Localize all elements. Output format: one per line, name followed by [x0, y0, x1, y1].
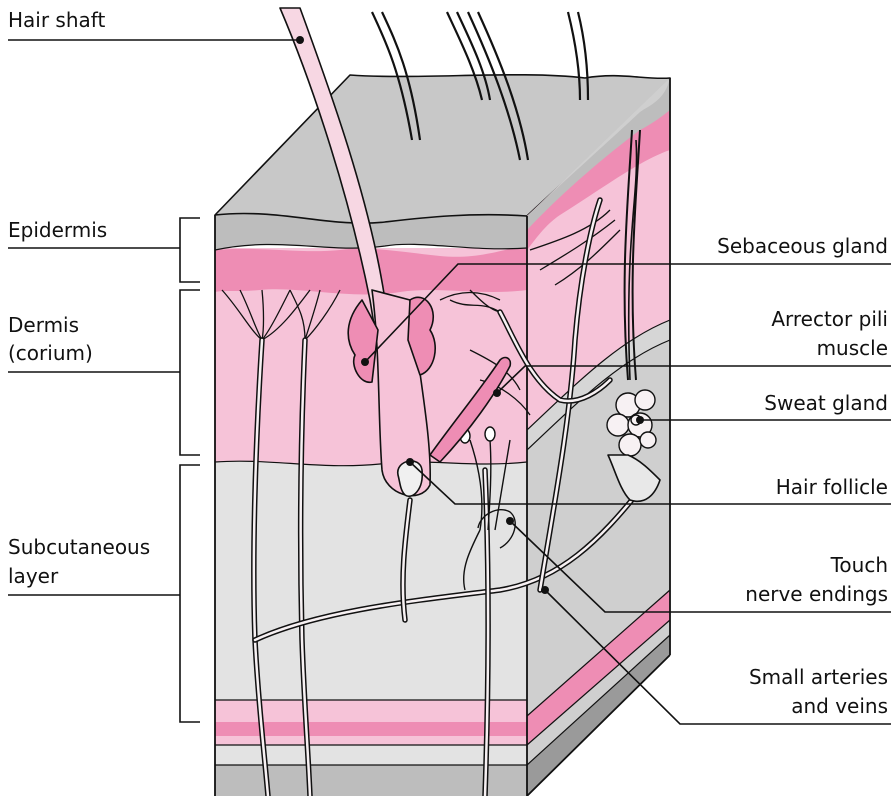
label-sebaceous-gland: Sebaceous gland: [717, 234, 888, 258]
layer-brackets: [180, 218, 200, 722]
label-arrector-muscle: muscle: [817, 336, 888, 360]
label-hair-follicle: Hair follicle: [776, 475, 888, 499]
leader-touch-dot: [506, 517, 514, 525]
label-subcutaneous-layer: layer: [8, 564, 59, 588]
leader-arrector-dot: [493, 389, 501, 397]
front-bottom-gray-band: [215, 765, 527, 796]
dermis-bracket: [180, 290, 200, 455]
label-sweat-gland: Sweat gland: [764, 391, 888, 415]
leader-sweat-dot: [636, 416, 644, 424]
leader-sebaceous-dot: [361, 358, 369, 366]
label-and-veins: and veins: [791, 694, 888, 718]
leader-hair-shaft-dot: [296, 36, 304, 44]
leader-arteries-dot: [541, 586, 549, 594]
label-subcutaneous: Subcutaneous: [8, 535, 150, 559]
epidermis-bracket: [180, 218, 200, 282]
label-nerve-endings: nerve endings: [745, 582, 888, 606]
label-arrector-pili: Arrector pili: [771, 307, 888, 331]
leader-follicle-dot: [406, 458, 414, 466]
label-corium: (corium): [8, 341, 93, 365]
subcutaneous-bracket: [180, 465, 200, 722]
label-touch: Touch: [830, 553, 888, 577]
label-small-arteries: Small arteries: [749, 665, 888, 689]
label-dermis: Dermis: [8, 313, 79, 337]
label-epidermis: Epidermis: [8, 218, 107, 242]
label-hair-shaft: Hair shaft: [8, 8, 105, 32]
